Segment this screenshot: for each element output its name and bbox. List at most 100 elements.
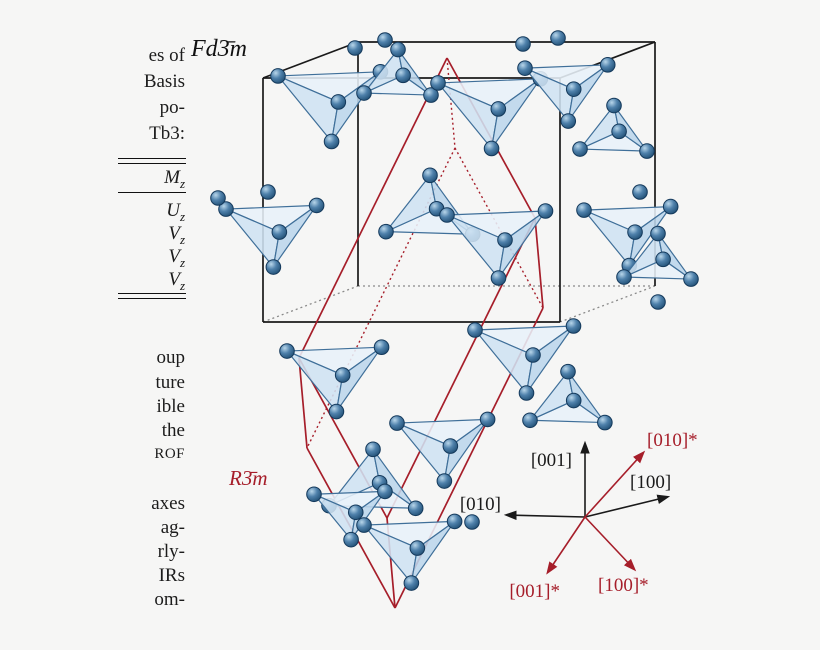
atom-sphere bbox=[389, 415, 405, 431]
atom-sphere bbox=[356, 85, 372, 101]
atom-sphere bbox=[403, 575, 420, 591]
axis-label: [100]* bbox=[598, 575, 649, 596]
table-cell-math: Uz bbox=[166, 200, 185, 224]
axis-arrow bbox=[503, 510, 586, 521]
atom-sphere bbox=[517, 60, 533, 76]
atom-sphere bbox=[430, 75, 446, 91]
tetrahedron bbox=[218, 197, 325, 275]
atom-sphere bbox=[271, 224, 288, 240]
text-fragment: ture bbox=[155, 372, 185, 393]
axis-label: [010]* bbox=[647, 430, 698, 451]
atom-sphere bbox=[639, 143, 655, 159]
text-fragment: Basis bbox=[143, 71, 185, 92]
text-fragment: rly- bbox=[157, 541, 185, 562]
table-cell-math: Vz bbox=[168, 223, 185, 247]
atom-sphere bbox=[515, 36, 531, 52]
tetrahedron bbox=[572, 97, 655, 159]
atom-sphere bbox=[560, 363, 576, 380]
atom-sphere bbox=[279, 343, 295, 359]
atom-sphere bbox=[650, 294, 666, 310]
atom-sphere bbox=[423, 87, 439, 103]
atom-sphere bbox=[265, 259, 282, 275]
text-fragment: Tb3: bbox=[149, 123, 185, 144]
unit-cell-hidden-edges bbox=[262, 285, 656, 323]
atom-sphere bbox=[560, 113, 577, 129]
text-fragment: IRs bbox=[158, 565, 185, 586]
text-fragment: po- bbox=[159, 97, 185, 118]
text-fragment: oup bbox=[156, 347, 186, 368]
atom-sphere bbox=[537, 203, 554, 219]
tetrahedron bbox=[356, 513, 463, 591]
text-fragment: the bbox=[161, 420, 185, 441]
atom-sphere bbox=[616, 269, 632, 285]
atom-sphere bbox=[606, 97, 622, 114]
table-rule bbox=[118, 192, 186, 193]
atom-sphere bbox=[599, 57, 616, 73]
text-fragment: es of bbox=[148, 45, 185, 66]
atom-sphere bbox=[550, 30, 566, 46]
atom-sphere bbox=[377, 483, 393, 500]
axis-label: [001]* bbox=[509, 581, 560, 602]
atom-sphere bbox=[565, 392, 582, 409]
atom-sphere bbox=[655, 251, 671, 268]
atom-sphere bbox=[464, 514, 480, 530]
tetrahedron bbox=[467, 318, 582, 401]
axis-arrow bbox=[584, 494, 671, 518]
atom-sphere bbox=[576, 202, 592, 218]
tetrahedron bbox=[270, 64, 389, 150]
atom-sphere bbox=[260, 184, 276, 200]
atom-sphere bbox=[356, 517, 372, 533]
tetrahedron bbox=[522, 363, 613, 431]
text-fragment: axes bbox=[151, 493, 185, 514]
tetrahedron bbox=[439, 203, 554, 286]
atom-sphere bbox=[597, 414, 613, 431]
atom-sphere bbox=[270, 68, 286, 84]
atom-sphere bbox=[334, 367, 351, 383]
atom-sphere bbox=[446, 513, 463, 530]
atom-sphere bbox=[390, 41, 406, 58]
atom-sphere bbox=[479, 411, 496, 428]
atom-sphere bbox=[525, 347, 541, 363]
text-fragment: om- bbox=[154, 589, 185, 610]
edge-atoms bbox=[210, 30, 666, 530]
atom-sphere bbox=[632, 184, 648, 200]
rhombohedral-group-label: R3̄m bbox=[229, 466, 268, 490]
atom-sphere bbox=[330, 94, 347, 110]
text-fragment: ag- bbox=[160, 517, 185, 538]
tetrahedron bbox=[616, 225, 699, 287]
table-double-rule bbox=[118, 293, 186, 299]
axis-arrow bbox=[546, 516, 586, 575]
atom-sphere bbox=[373, 339, 390, 356]
axis-arrow bbox=[584, 516, 637, 572]
atom-sphere bbox=[611, 123, 627, 140]
table-double-rule bbox=[118, 158, 186, 164]
atom-sphere bbox=[210, 190, 226, 206]
atom-sphere bbox=[497, 232, 513, 248]
atom-sphere bbox=[306, 486, 322, 503]
atom-sphere bbox=[483, 140, 500, 157]
atom-sphere bbox=[439, 207, 455, 223]
atom-sphere bbox=[490, 101, 507, 117]
atom-sphere bbox=[518, 385, 535, 401]
atom-sphere bbox=[218, 201, 234, 217]
axis-label: [010] bbox=[460, 494, 501, 515]
axis-label: [100] bbox=[630, 472, 671, 493]
atom-sphere bbox=[377, 32, 393, 48]
atom-sphere bbox=[422, 167, 438, 184]
tetrahedron bbox=[430, 71, 549, 157]
table-cell-math: Vz bbox=[168, 246, 185, 270]
atom-sphere bbox=[407, 500, 424, 517]
atom-sphere bbox=[395, 67, 411, 84]
atom-sphere bbox=[650, 225, 666, 242]
tetrahedron bbox=[389, 411, 496, 489]
atom-sphere bbox=[365, 441, 381, 458]
atom-sphere bbox=[490, 270, 507, 286]
axis-arrow bbox=[584, 450, 646, 518]
table-cell-math: Vz bbox=[168, 269, 185, 293]
text-fragment: ible bbox=[156, 396, 186, 417]
atom-sphere bbox=[565, 318, 582, 334]
atom-sphere bbox=[343, 531, 359, 548]
